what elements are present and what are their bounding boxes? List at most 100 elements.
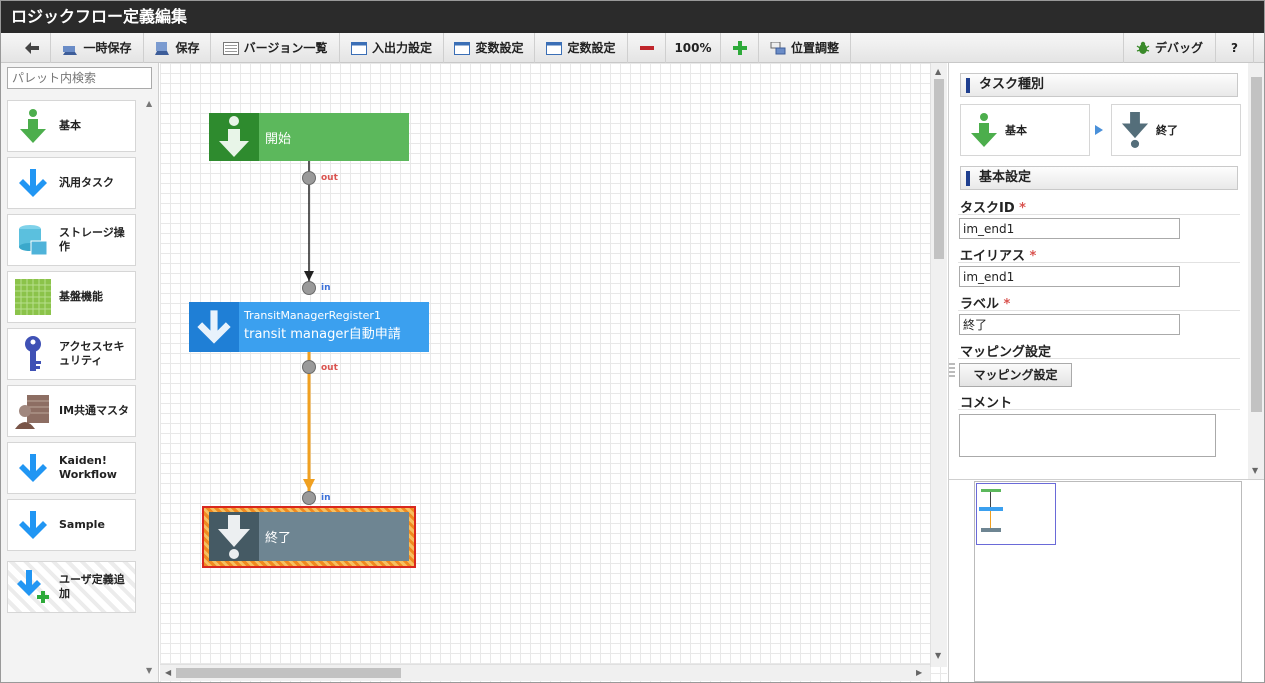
mapping-settings-button[interactable]: マッピング設定 bbox=[959, 363, 1072, 387]
temp-save-label: 一時保存 bbox=[83, 41, 132, 55]
mapping-field-label: マッピング設定 bbox=[960, 345, 1052, 360]
palette-item-label: 基盤機能 bbox=[59, 290, 103, 303]
palette-item-platform[interactable]: 基盤機能 bbox=[7, 271, 136, 323]
minimap-node-transit bbox=[979, 507, 1003, 511]
palette-item-label: 基本 bbox=[59, 119, 81, 132]
field-divider bbox=[958, 262, 1240, 263]
required-mark: * bbox=[1029, 249, 1037, 264]
task-id-input[interactable] bbox=[959, 218, 1180, 239]
alias-label-text: エイリアス bbox=[960, 249, 1026, 264]
canvas-horizontal-scroll-thumb[interactable] bbox=[176, 668, 401, 678]
alias-field-label: エイリアス * bbox=[960, 245, 1036, 264]
canvas-vertical-scroll-thumb[interactable] bbox=[934, 79, 944, 259]
field-divider bbox=[958, 358, 1240, 359]
palette-item-kaiden-workflow[interactable]: Kaiden! Workflow bbox=[7, 442, 136, 494]
align-icon bbox=[770, 41, 786, 54]
task-category-box: 基本 bbox=[960, 104, 1090, 156]
palette-item-add-user-defined[interactable]: ユーザ定義追加 bbox=[7, 561, 136, 613]
task-id-label-text: タスクID bbox=[960, 201, 1015, 216]
palette-item-label: ユーザ定義追加 bbox=[59, 573, 125, 600]
down-arrow-green-icon bbox=[14, 106, 52, 146]
scroll-left-arrow[interactable]: ◀ bbox=[165, 668, 172, 677]
zoom-level: 100% bbox=[666, 33, 721, 63]
scroll-right-arrow[interactable]: ▶ bbox=[916, 668, 923, 677]
port-transit-in[interactable] bbox=[302, 281, 316, 295]
canvas-vertical-scrollbar[interactable] bbox=[930, 63, 947, 667]
down-arrow-blue-icon bbox=[14, 448, 52, 488]
properties-scroll-thumb[interactable] bbox=[1251, 77, 1262, 412]
minimap[interactable] bbox=[974, 481, 1242, 682]
var-settings-button[interactable]: 変数設定 bbox=[444, 33, 535, 63]
node-transit-manager-register[interactable]: TransitManagerRegister1 transit manager自… bbox=[189, 302, 429, 352]
chevron-right-icon bbox=[1095, 125, 1103, 135]
properties-scroll-down-arrow[interactable]: ▼ bbox=[1252, 466, 1259, 475]
task-type-box: 終了 bbox=[1111, 104, 1241, 156]
back-button[interactable] bbox=[13, 33, 51, 63]
minimap-node-start bbox=[981, 489, 1001, 492]
palette-item-label: 汎用タスク bbox=[59, 176, 114, 189]
port-transit-out[interactable] bbox=[302, 360, 316, 374]
canvas-horizontal-scrollbar[interactable] bbox=[160, 664, 930, 681]
database-icon bbox=[14, 220, 52, 260]
label-input[interactable] bbox=[959, 314, 1180, 335]
palette-item-storage[interactable]: ストレージ操作 bbox=[7, 214, 136, 266]
task-category-label: 基本 bbox=[1005, 124, 1027, 137]
debug-button[interactable]: デバッグ bbox=[1123, 33, 1216, 63]
comment-field-label: コメント bbox=[960, 396, 1013, 411]
palette-item-im-master[interactable]: IM共通マスタ bbox=[7, 385, 136, 437]
port-start-out[interactable] bbox=[302, 171, 316, 185]
palette-search-input[interactable] bbox=[7, 67, 152, 89]
palette-item-label: アクセスセキュリティ bbox=[59, 340, 125, 367]
alias-input[interactable] bbox=[959, 266, 1180, 287]
node-start-label: 開始 bbox=[265, 131, 292, 147]
port-out-label: out bbox=[321, 173, 338, 183]
comment-textarea[interactable] bbox=[959, 414, 1216, 457]
field-divider bbox=[958, 310, 1240, 311]
save-icon bbox=[155, 41, 170, 55]
port-in-label: in bbox=[321, 493, 331, 503]
position-adjust-button[interactable]: 位置調整 bbox=[759, 33, 851, 63]
flow-canvas[interactable] bbox=[160, 63, 947, 682]
task-id-field-label: タスクID * bbox=[960, 197, 1026, 216]
version-list-button[interactable]: バージョン一覧 bbox=[211, 33, 340, 63]
node-end-label: 終了 bbox=[265, 531, 292, 546]
master-icon bbox=[14, 391, 52, 431]
palette-item-label: IM共通マスタ bbox=[59, 404, 130, 417]
save-button[interactable]: 保存 bbox=[144, 33, 211, 63]
minimap-viewport[interactable] bbox=[976, 483, 1056, 545]
end-arrow-icon bbox=[209, 512, 259, 561]
version-list-label: バージョン一覧 bbox=[243, 41, 328, 55]
window-icon bbox=[454, 41, 471, 55]
palette-scroll-down-arrow[interactable]: ▼ bbox=[146, 666, 153, 675]
debug-label: デバッグ bbox=[1154, 41, 1203, 55]
scroll-up-arrow[interactable]: ▲ bbox=[935, 67, 942, 76]
add-user-defined-icon bbox=[14, 567, 52, 607]
palette-item-basic[interactable]: 基本 bbox=[7, 100, 136, 152]
zoom-out-button[interactable] bbox=[628, 33, 666, 63]
port-end-in[interactable] bbox=[302, 491, 316, 505]
palette-item-sample[interactable]: Sample bbox=[7, 499, 136, 551]
temp-save-button[interactable]: 一時保存 bbox=[51, 33, 144, 63]
minimap-connector bbox=[990, 511, 991, 528]
const-settings-button[interactable]: 定数設定 bbox=[535, 33, 628, 63]
palette-scroll-up-arrow[interactable]: ▲ bbox=[146, 99, 153, 108]
io-settings-button[interactable]: 入出力設定 bbox=[340, 33, 444, 63]
minimap-panel bbox=[948, 479, 1264, 682]
required-mark: * bbox=[1019, 201, 1026, 216]
node-transit-id: TransitManagerRegister1 bbox=[244, 309, 381, 322]
zoom-in-button[interactable] bbox=[721, 33, 759, 63]
properties-scrollbar[interactable] bbox=[1248, 63, 1264, 479]
panel-splitter-handle[interactable] bbox=[949, 363, 955, 379]
scroll-down-arrow[interactable]: ▼ bbox=[935, 651, 942, 660]
save-label: 保存 bbox=[175, 41, 200, 55]
node-start[interactable]: 開始 bbox=[209, 113, 409, 161]
palette-item-general-task[interactable]: 汎用タスク bbox=[7, 157, 136, 209]
list-icon bbox=[222, 41, 239, 55]
down-arrow-blue-icon bbox=[14, 505, 52, 545]
end-arrow-icon bbox=[1121, 112, 1149, 148]
minus-icon bbox=[639, 46, 654, 50]
node-end[interactable]: 終了 bbox=[209, 512, 409, 561]
palette-item-access-security[interactable]: アクセスセキュリティ bbox=[7, 328, 136, 380]
help-button[interactable]: ? bbox=[1216, 33, 1254, 63]
port-in-label: in bbox=[321, 283, 331, 293]
